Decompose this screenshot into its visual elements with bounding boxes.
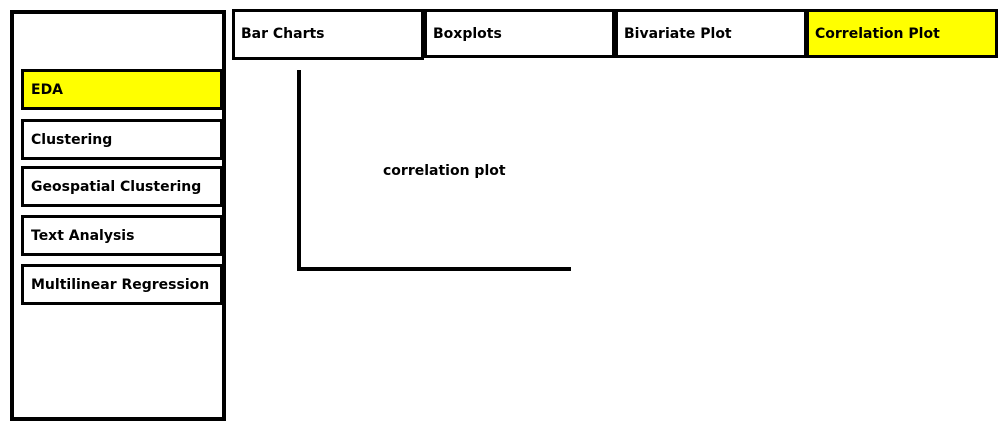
sidebar: EDA Clustering Geospatial Clustering Tex… (10, 10, 226, 421)
sidebar-item-label: Geospatial Clustering (31, 178, 202, 195)
sidebar-item-multilinear-regression[interactable]: Multilinear Regression (21, 264, 223, 305)
sidebar-item-label: Text Analysis (31, 227, 135, 244)
tab-correlation-plot[interactable]: Correlation Plot (806, 9, 998, 58)
plot-x-axis (297, 267, 571, 271)
tab-boxplots[interactable]: Boxplots (424, 9, 615, 58)
sidebar-item-geospatial-clustering[interactable]: Geospatial Clustering (21, 166, 223, 207)
tab-bivariate-plot[interactable]: Bivariate Plot (615, 9, 807, 58)
plot-area (297, 70, 571, 271)
sidebar-item-text-analysis[interactable]: Text Analysis (21, 215, 223, 256)
tab-label: Boxplots (433, 25, 502, 42)
sidebar-item-clustering[interactable]: Clustering (21, 119, 223, 160)
sidebar-item-eda[interactable]: EDA (21, 69, 223, 110)
tab-label: Correlation Plot (815, 25, 940, 42)
sidebar-item-label: Clustering (31, 131, 113, 148)
plot-y-axis (297, 70, 301, 271)
plot-placeholder-label: correlation plot (383, 163, 506, 179)
tab-label: Bivariate Plot (624, 25, 732, 42)
tab-bar-charts[interactable]: Bar Charts (232, 9, 424, 60)
tab-label: Bar Charts (241, 26, 325, 42)
sidebar-item-label: EDA (31, 81, 64, 98)
sidebar-item-label: Multilinear Regression (31, 276, 210, 293)
